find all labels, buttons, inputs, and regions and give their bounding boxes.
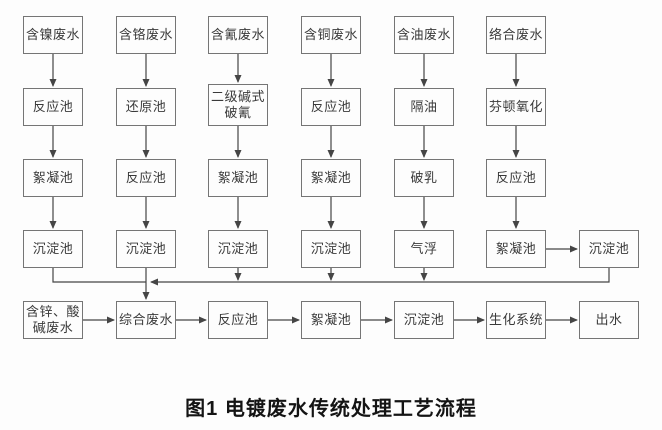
node-chromium-stage-0: 含铬废水 <box>116 16 176 54</box>
node-main-4: 沉淀池 <box>394 301 454 339</box>
node-copper-stage-1: 反应池 <box>301 88 361 126</box>
node-nickel-stage-3: 沉淀池 <box>23 230 83 268</box>
node-oil-stage-3: 气浮 <box>394 230 454 268</box>
node-cyanide-stage-0: 含氰废水 <box>208 16 268 54</box>
node-complex-extra: 沉淀池 <box>579 230 639 268</box>
node-main-6: 出水 <box>579 301 639 339</box>
node-nickel-stage-2: 絮凝池 <box>23 159 83 197</box>
node-cyanide-stage-1: 二级碱式 破氰 <box>208 84 268 126</box>
figure-caption: 图1 电镀废水传统处理工艺流程 <box>185 398 477 420</box>
node-complex-stage-2: 反应池 <box>486 159 546 197</box>
node-complex-stage-3: 絮凝池 <box>486 230 546 268</box>
node-oil-stage-1: 隔油 <box>394 88 454 126</box>
node-main-5: 生化系统 <box>486 301 546 339</box>
node-oil-stage-2: 破乳 <box>394 159 454 197</box>
node-oil-stage-0: 含油废水 <box>394 16 454 54</box>
node-complex-stage-0: 络合废水 <box>486 16 546 54</box>
node-main-1: 综合废水 <box>116 301 176 339</box>
node-complex-stage-1: 芬顿氧化 <box>486 88 546 126</box>
node-cyanide-stage-3: 沉淀池 <box>208 230 268 268</box>
node-copper-stage-3: 沉淀池 <box>301 230 361 268</box>
node-chromium-stage-3: 沉淀池 <box>116 230 176 268</box>
node-chromium-stage-2: 反应池 <box>116 159 176 197</box>
node-chromium-stage-1: 还原池 <box>116 88 176 126</box>
node-main-3: 絮凝池 <box>301 301 361 339</box>
node-cyanide-stage-2: 絮凝池 <box>208 159 268 197</box>
node-copper-stage-2: 絮凝池 <box>301 159 361 197</box>
node-nickel-stage-0: 含镍废水 <box>23 16 83 54</box>
node-copper-stage-0: 含铜废水 <box>301 16 361 54</box>
node-nickel-stage-1: 反应池 <box>23 88 83 126</box>
node-main-0: 含锌、酸 碱废水 <box>23 301 83 339</box>
node-main-2: 反应池 <box>208 301 268 339</box>
